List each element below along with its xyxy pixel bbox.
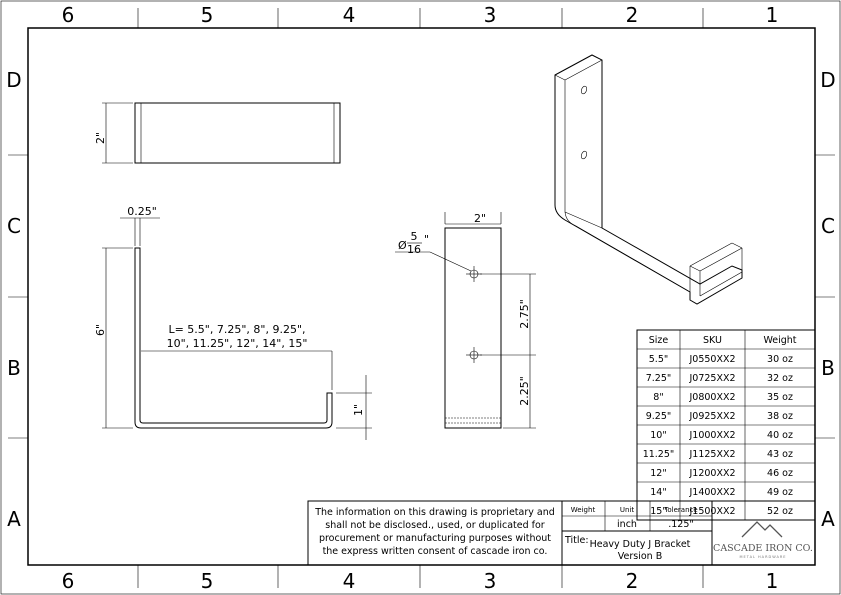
table-header: SKU	[703, 335, 722, 346]
table-cell: 32 oz	[767, 373, 793, 384]
unit-label: Unit	[620, 506, 635, 514]
drawing-version: Version B	[618, 551, 662, 562]
thickness-dimension: 0.25"	[127, 205, 157, 218]
hole-diameter-denominator: 16	[407, 243, 421, 256]
size-table: Size SKU Weight 5.5" J0550XX2 30 oz 7.25" J0725…	[636, 329, 816, 521]
column-label: 6	[62, 569, 75, 593]
table-cell: 5.5"	[649, 354, 668, 365]
logo-tagline: METAL HARDWARE	[739, 555, 786, 559]
table-cell: 49 oz	[767, 487, 793, 498]
front-view: 2" Ø 5 16 " 2.75" 2.25"	[395, 212, 536, 429]
table-cell: J1200XX2	[688, 468, 735, 479]
length-dimension-line1: L= 5.5", 7.25", 8", 9.25",	[168, 323, 305, 336]
column-label: 3	[484, 3, 497, 27]
table-cell: 15"	[650, 506, 666, 517]
title-block: The information on this drawing is propr…	[307, 500, 816, 566]
table-cell: J0925XX2	[688, 411, 735, 422]
hole-diameter-numerator: 5	[411, 230, 418, 243]
isometric-view	[554, 54, 743, 305]
table-cell: J0800XX2	[688, 392, 735, 403]
table-cell: 11.25"	[643, 449, 675, 460]
tolerance-value: .125"	[668, 519, 694, 530]
mounting-hole	[580, 85, 588, 95]
table-cell: J0550XX2	[688, 354, 735, 365]
column-label: 1	[766, 3, 779, 27]
table-cell: 12"	[650, 468, 666, 479]
diameter-symbol: Ø	[398, 239, 407, 252]
table-cell: J1000XX2	[688, 430, 735, 441]
table-cell: 30 oz	[767, 354, 793, 365]
title-label: Title:	[564, 535, 589, 546]
column-label: 4	[343, 3, 356, 27]
table-cell: 8"	[653, 392, 663, 403]
row-label: B	[821, 356, 835, 380]
side-view: 0.25" 6" L= 5.5", 7.25", 8", 9.25", 10",…	[94, 205, 372, 440]
hole-diameter-unit: "	[424, 233, 429, 246]
logo-name: CASCADE IRON CO.	[713, 543, 813, 554]
row-label: C	[7, 214, 21, 238]
company-logo: CASCADE IRON CO. METAL HARDWARE	[713, 521, 813, 559]
hole-bottom-dimension: 2.25"	[518, 376, 531, 406]
table-cell: 40 oz	[767, 430, 793, 441]
column-label: 5	[201, 569, 214, 593]
length-dimension-line2: 10", 11.25", 12", 14", 15"	[167, 337, 308, 350]
table-header: Size	[649, 335, 669, 346]
front-width-dimension: 2"	[474, 212, 486, 225]
row-label: A	[7, 507, 21, 531]
inner-frame	[27, 27, 816, 566]
hole-spacing-dimension: 2.75"	[518, 299, 531, 329]
disclaimer-text: The information on this drawing is propr…	[314, 507, 555, 518]
table-cell: 52 oz	[767, 506, 793, 517]
column-label: 5	[201, 3, 214, 27]
table-cell: 10"	[650, 430, 666, 441]
row-label: B	[7, 356, 21, 380]
column-label: 6	[62, 3, 75, 27]
top-view-width-dimension: 2"	[94, 132, 107, 144]
table-cell: 38 oz	[767, 411, 793, 422]
table-cell: 35 oz	[767, 392, 793, 403]
row-label: D	[820, 68, 835, 92]
row-label: C	[821, 214, 835, 238]
drawing-title: Heavy Duty J Bracket	[590, 539, 691, 550]
table-cell: J1125XX2	[688, 449, 735, 460]
top-view: 2"	[94, 102, 341, 164]
row-label: A	[821, 507, 835, 531]
column-label: 4	[343, 569, 356, 593]
column-label: 2	[626, 3, 639, 27]
tolerance-label: Tolerance	[663, 506, 697, 514]
table-cell: 43 oz	[767, 449, 793, 460]
table-cell: J0725XX2	[688, 373, 735, 384]
table-cell: 46 oz	[767, 468, 793, 479]
table-cell: 14"	[650, 487, 666, 498]
disclaimer-text: the express written consent of cascade i…	[323, 546, 548, 557]
unit-value: inch	[617, 519, 637, 530]
column-label: 3	[484, 569, 497, 593]
table-cell: 7.25"	[646, 373, 672, 384]
column-label: 2	[626, 569, 639, 593]
mounting-hole	[580, 150, 588, 160]
height-dimension: 6"	[94, 324, 107, 336]
table-cell: 9.25"	[646, 411, 672, 422]
column-label: 1	[766, 569, 779, 593]
table-header: Weight	[763, 335, 796, 346]
lip-dimension: 1"	[352, 404, 365, 416]
weight-label: Weight	[571, 506, 596, 514]
disclaimer-text: shall not be disclosed., used, or duplic…	[325, 520, 545, 531]
disclaimer-text: procurement or manufacturing purposes wi…	[319, 533, 551, 544]
zone-ticks	[8, 8, 835, 588]
table-cell: J1400XX2	[688, 487, 735, 498]
row-label: D	[6, 68, 21, 92]
